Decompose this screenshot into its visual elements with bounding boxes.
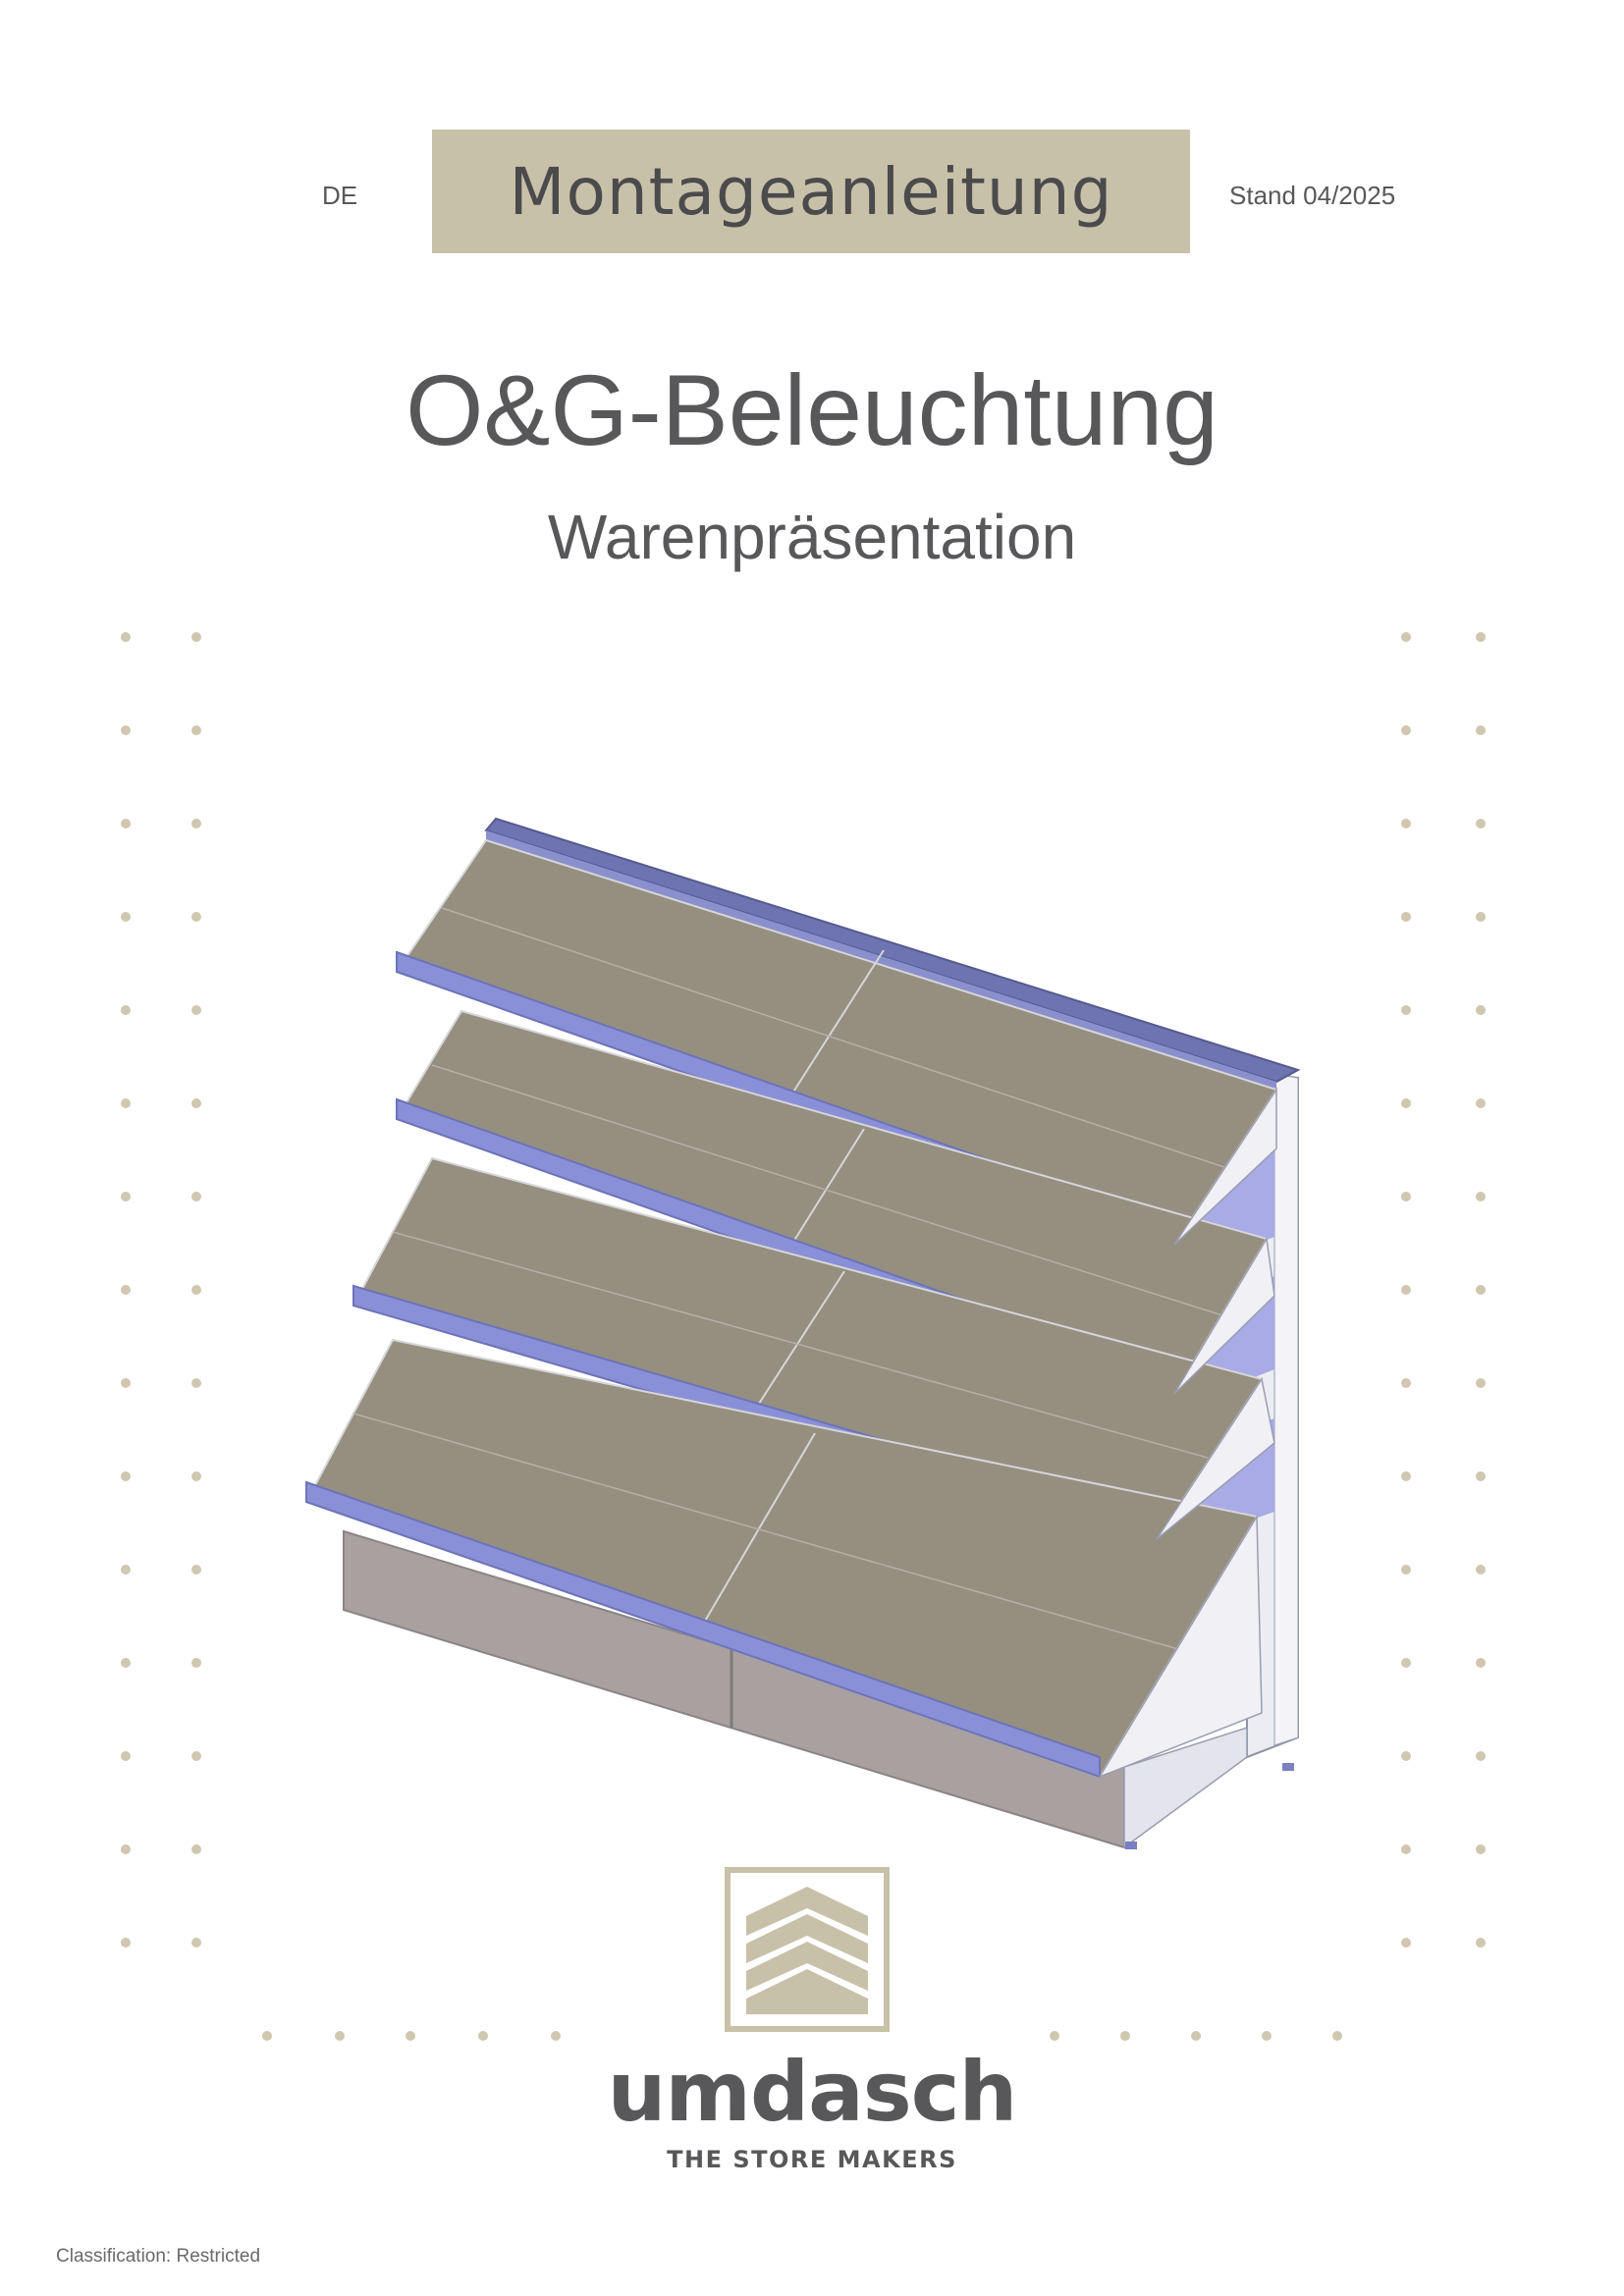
decorative-dot [121, 819, 131, 828]
decorative-dot [121, 725, 131, 735]
decorative-dot [1401, 1938, 1411, 1948]
brand-name: umdasch [607, 2044, 1018, 2140]
decorative-dot [121, 1658, 131, 1668]
document-type-banner: Montageanleitung [432, 130, 1190, 253]
decorative-dot [191, 1098, 201, 1108]
decorative-dot [1401, 1844, 1411, 1854]
decorative-dot [121, 1471, 131, 1481]
decorative-dot [121, 1938, 131, 1948]
decorative-dot [262, 2031, 272, 2041]
decorative-dot [1401, 1192, 1411, 1201]
decorative-dot [191, 1565, 201, 1575]
page-subtitle: Warenpräsentation [547, 502, 1077, 572]
decorative-dot [335, 2031, 345, 2041]
decorative-dot [1401, 1285, 1411, 1295]
classification-label: Classification: Restricted [56, 2246, 261, 2267]
decorative-dot [1401, 912, 1411, 922]
decorative-dot [1476, 1098, 1486, 1108]
version-date: Stand 04/2025 [1229, 181, 1396, 210]
decorative-dot [406, 2031, 415, 2041]
decorative-dot [1050, 2031, 1059, 2041]
umdasch-stacked-roof-logo [725, 1867, 890, 2032]
decorative-dot [191, 1938, 201, 1948]
decorative-dot [1120, 2031, 1130, 2041]
decorative-dot [1332, 2031, 1342, 2041]
decorative-dot [1401, 1471, 1411, 1481]
decorative-dot [1476, 725, 1486, 735]
decorative-dot [1476, 632, 1486, 642]
decorative-dot [1476, 1471, 1486, 1481]
decorative-dot [1476, 1565, 1486, 1575]
decorative-dot [551, 2031, 561, 2041]
decorative-dot [121, 632, 131, 642]
decorative-dot [191, 819, 201, 828]
decorative-dot [121, 1378, 131, 1388]
decorative-dot [191, 1844, 201, 1854]
decorative-dot [121, 1844, 131, 1854]
decorative-dot [121, 912, 131, 922]
decorative-dot [1476, 1658, 1486, 1668]
decorative-dot [1401, 1658, 1411, 1668]
decorative-dot [1476, 819, 1486, 828]
decorative-dot [1401, 1005, 1411, 1015]
decorative-dot [121, 1565, 131, 1575]
decorative-dot [1401, 725, 1411, 735]
decorative-dot [1476, 1751, 1486, 1761]
decorative-dot [191, 912, 201, 922]
decorative-dot [191, 1658, 201, 1668]
decorative-dot [1476, 1938, 1486, 1948]
decorative-dot [1401, 1751, 1411, 1761]
brand-tagline: THE STORE MAKERS [667, 2146, 957, 2173]
decorative-dot [191, 1378, 201, 1388]
language-code: DE [322, 181, 358, 210]
decorative-dot [1401, 1098, 1411, 1108]
decorative-dot [1401, 819, 1411, 828]
decorative-dot [191, 1192, 201, 1201]
document-type-title: Montageanleitung [509, 153, 1113, 230]
page-title: O&G-Beleuchtung [406, 354, 1218, 466]
decorative-dot [191, 1005, 201, 1015]
decorative-dot [1401, 1378, 1411, 1388]
decorative-dot [121, 1285, 131, 1295]
decorative-dot [121, 1192, 131, 1201]
decorative-dot [1191, 2031, 1201, 2041]
decorative-dot [478, 2031, 488, 2041]
shelf-unit-illustration [304, 817, 1301, 1849]
decorative-dot [1476, 912, 1486, 922]
decorative-dot [191, 1285, 201, 1295]
decorative-dot [121, 1098, 131, 1108]
decorative-dot [1476, 1285, 1486, 1295]
decorative-dot [1476, 1844, 1486, 1854]
decorative-dot [121, 1751, 131, 1761]
decorative-dot [1476, 1005, 1486, 1015]
decorative-dot [1476, 1192, 1486, 1201]
decorative-dot [121, 1005, 131, 1015]
decorative-dot [1476, 1378, 1486, 1388]
decorative-dot [1401, 632, 1411, 642]
decorative-dot [1262, 2031, 1272, 2041]
decorative-dot [1401, 1565, 1411, 1575]
decorative-dot [191, 725, 201, 735]
decorative-dot [191, 1471, 201, 1481]
decorative-dot [191, 632, 201, 642]
decorative-dot [191, 1751, 201, 1761]
